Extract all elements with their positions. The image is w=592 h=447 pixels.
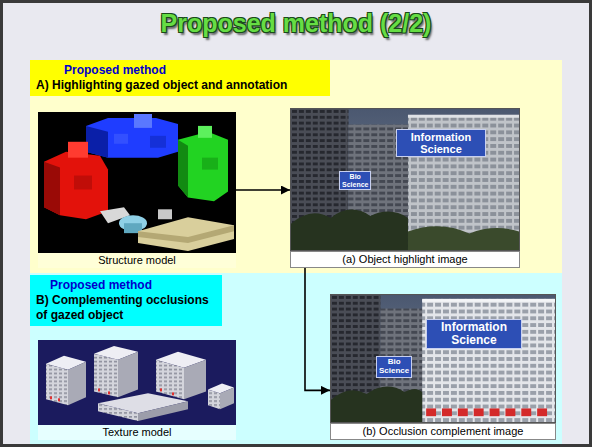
rect-shape — [74, 176, 92, 190]
illustration-frame: Information ScienceBio Science — [290, 108, 520, 251]
polygon-shape — [46, 364, 68, 406]
annotation-sign: Bio Science — [339, 171, 371, 190]
image-caption: (a) Object highlight image — [290, 251, 520, 268]
g-shape — [426, 408, 547, 416]
occlusion-complement-view: Information ScienceBio Science(b) Occlus… — [330, 294, 556, 440]
polygon-shape — [156, 360, 184, 400]
polygon-shape — [138, 401, 188, 421]
rect-shape — [490, 408, 500, 416]
path-shape — [408, 226, 519, 250]
rect-shape — [521, 408, 531, 416]
rect-shape — [458, 408, 468, 416]
rect-shape — [150, 136, 166, 148]
panel-header: Proposed methodB) Complementing occlusio… — [30, 275, 222, 326]
image-caption: Structure model — [38, 253, 236, 268]
panel-subtitle: B) Complementing occlusions of gazed obj… — [36, 293, 216, 323]
polygon-shape — [178, 140, 188, 198]
illustration-frame — [38, 340, 236, 425]
object-highlight-view: Information ScienceBio Science(a) Object… — [290, 108, 520, 268]
panel-header: Proposed methodA) Highlighting gazed obj… — [30, 60, 330, 96]
rect-shape — [108, 391, 110, 394]
annotation-sign: Information Science — [396, 129, 486, 157]
image-caption: (b) Occlusion complement image — [330, 423, 556, 440]
polygon-shape — [86, 126, 108, 158]
polygon-shape — [44, 162, 60, 216]
annotation-sign: Bio Science — [376, 356, 412, 378]
rect-shape — [291, 109, 519, 250]
panel-subtitle: A) Highlighting gazed object and annotat… — [36, 78, 324, 93]
polygon-shape — [118, 352, 138, 397]
illustration-frame: Information ScienceBio Science — [330, 294, 556, 423]
g-shape — [50, 388, 174, 401]
structure-model-view: Structure model — [38, 112, 236, 268]
polygon-shape — [138, 225, 234, 243]
rect-shape — [158, 209, 172, 219]
polygon-shape — [94, 354, 118, 397]
polygon-shape — [220, 387, 234, 409]
rect-shape — [114, 134, 128, 144]
rect-shape — [331, 295, 555, 422]
rect-shape — [408, 115, 519, 118]
rect-shape — [68, 142, 88, 158]
rect-shape — [172, 392, 174, 395]
image-caption: Texture model — [38, 425, 236, 440]
rect-shape — [505, 408, 515, 416]
polygon-shape — [98, 403, 138, 421]
rect-shape — [38, 112, 236, 253]
polygon-shape — [86, 118, 178, 158]
rect-shape — [537, 408, 547, 416]
polygon-shape — [178, 132, 228, 202]
illustration-frame — [38, 112, 236, 253]
method-panel: Proposed methodA) Highlighting gazed obj… — [30, 60, 562, 273]
rect-shape — [422, 299, 555, 302]
rect-shape — [426, 408, 436, 416]
flow-arrow — [305, 268, 330, 390]
rect-shape — [38, 340, 236, 425]
flow-arrow — [236, 189, 290, 191]
rect-shape — [422, 299, 555, 422]
rect-shape — [160, 388, 162, 391]
rect-shape — [198, 126, 212, 138]
rect-shape — [442, 408, 452, 416]
rect-shape — [134, 114, 152, 128]
slide-title: Proposed method (2/2) — [0, 9, 592, 38]
path-shape — [331, 387, 422, 422]
method-panel: Proposed methodB) Complementing occlusio… — [30, 273, 562, 444]
annotation-sign: Information Science — [426, 319, 522, 349]
panel-heading: Proposed method — [36, 278, 216, 293]
rect-shape — [50, 396, 52, 399]
structure-model-render — [38, 112, 236, 253]
texture-model-view: Texture model — [38, 340, 236, 440]
panel-heading: Proposed method — [36, 63, 324, 78]
rect-shape — [98, 388, 100, 391]
polygon-shape — [184, 360, 206, 400]
rect-shape — [474, 408, 484, 416]
polygon-shape — [138, 217, 234, 251]
path-shape — [291, 210, 408, 250]
occlusion-complement-photo — [331, 295, 555, 422]
polygon-shape — [208, 389, 220, 409]
polygon-shape — [68, 362, 86, 405]
texture-model-render — [38, 340, 236, 425]
polygon-shape — [44, 152, 108, 220]
rect-shape — [58, 398, 60, 401]
rect-shape — [202, 158, 218, 170]
